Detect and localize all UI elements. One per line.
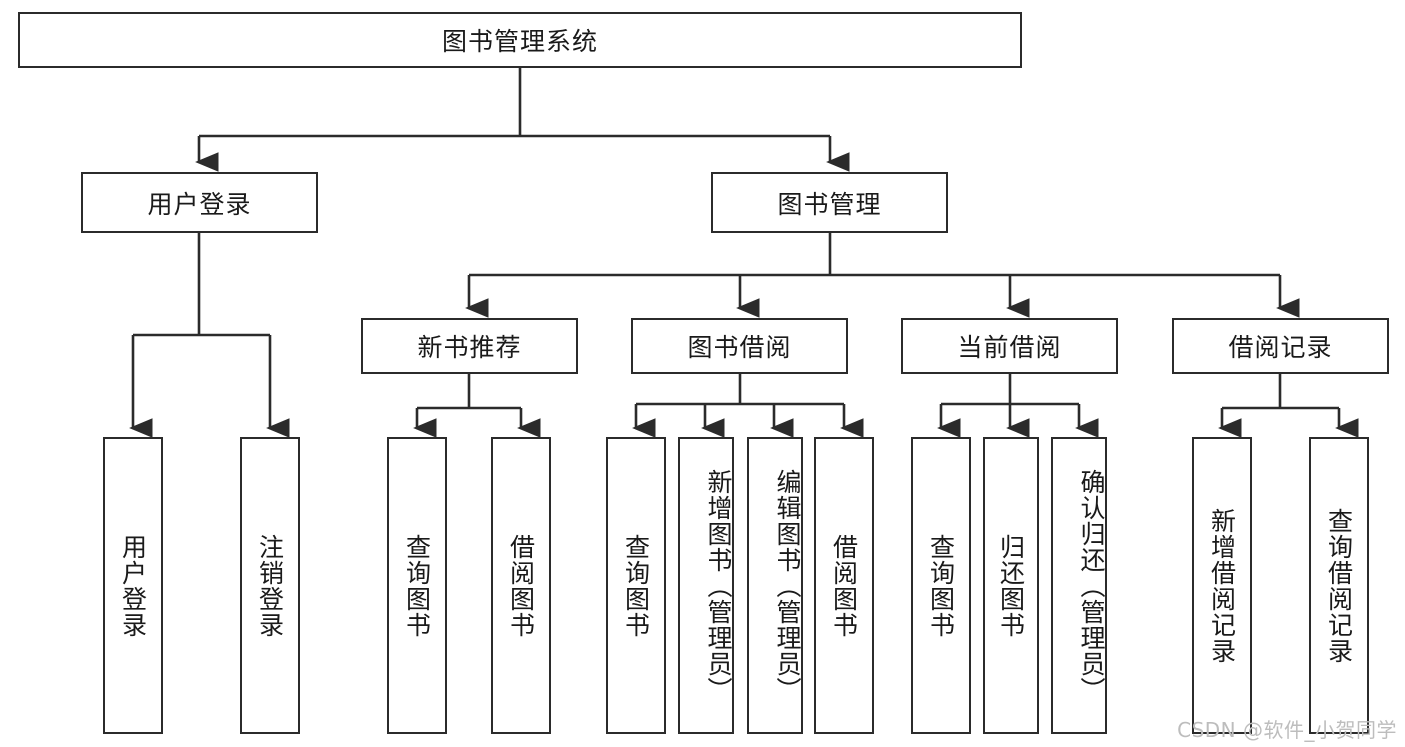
node-label: 新增借阅记录 [1207,507,1237,664]
node-leaf-add-book[interactable]: 新增图书（管理员） [678,437,734,734]
node-label: 图书管理系统 [441,27,598,56]
node-label: 查询图书 [402,533,432,638]
node-label: 新增图书（管理员） [704,468,733,703]
node-label: 借阅图书 [506,533,536,638]
node-leaf-query-book-3[interactable]: 查询图书 [911,437,971,734]
node-leaf-return-book[interactable]: 归还图书 [983,437,1039,734]
node-leaf-add-record[interactable]: 新增借阅记录 [1192,437,1252,734]
node-current-borrow[interactable]: 当前借阅 [901,318,1118,374]
watermark-text: CSDN @软件_小贺同学 [1177,718,1397,742]
node-leaf-query-book-2[interactable]: 查询图书 [606,437,666,734]
node-leaf-logout-login[interactable]: 注销登录 [240,437,300,734]
node-label: 借阅图书 [829,533,859,638]
node-label: 用户登录 [147,189,252,219]
node-leaf-borrow-book-1[interactable]: 借阅图书 [491,437,551,734]
node-label: 归还图书 [996,533,1026,638]
node-borrow-record[interactable]: 借阅记录 [1172,318,1389,374]
node-leaf-edit-book[interactable]: 编辑图书（管理员） [747,437,803,734]
node-label: 图书管理 [777,189,882,219]
node-label: 注销登录 [255,533,285,638]
node-label: 用户登录 [118,533,148,638]
node-label: 查询图书 [621,533,651,638]
node-book-management[interactable]: 图书管理 [711,172,948,233]
node-label: 新书推荐 [417,333,522,362]
node-label: 查询借阅记录 [1324,507,1354,664]
node-new-book-recommend[interactable]: 新书推荐 [361,318,578,374]
node-leaf-query-record[interactable]: 查询借阅记录 [1309,437,1369,734]
node-leaf-confirm-return[interactable]: 确认归还（管理员） [1051,437,1107,734]
node-label: 编辑图书（管理员） [773,468,802,703]
node-label: 借阅记录 [1228,333,1333,362]
node-label: 当前借阅 [957,333,1062,362]
node-leaf-user-login[interactable]: 用户登录 [103,437,163,734]
node-label: 图书借阅 [687,333,792,362]
node-user-login[interactable]: 用户登录 [81,172,318,233]
node-book-borrow[interactable]: 图书借阅 [631,318,848,374]
node-label: 查询图书 [926,533,956,638]
node-root-system[interactable]: 图书管理系统 [18,12,1022,68]
node-leaf-borrow-book-2[interactable]: 借阅图书 [814,437,874,734]
node-label: 确认归还（管理员） [1077,468,1106,703]
node-leaf-query-book-1[interactable]: 查询图书 [387,437,447,734]
